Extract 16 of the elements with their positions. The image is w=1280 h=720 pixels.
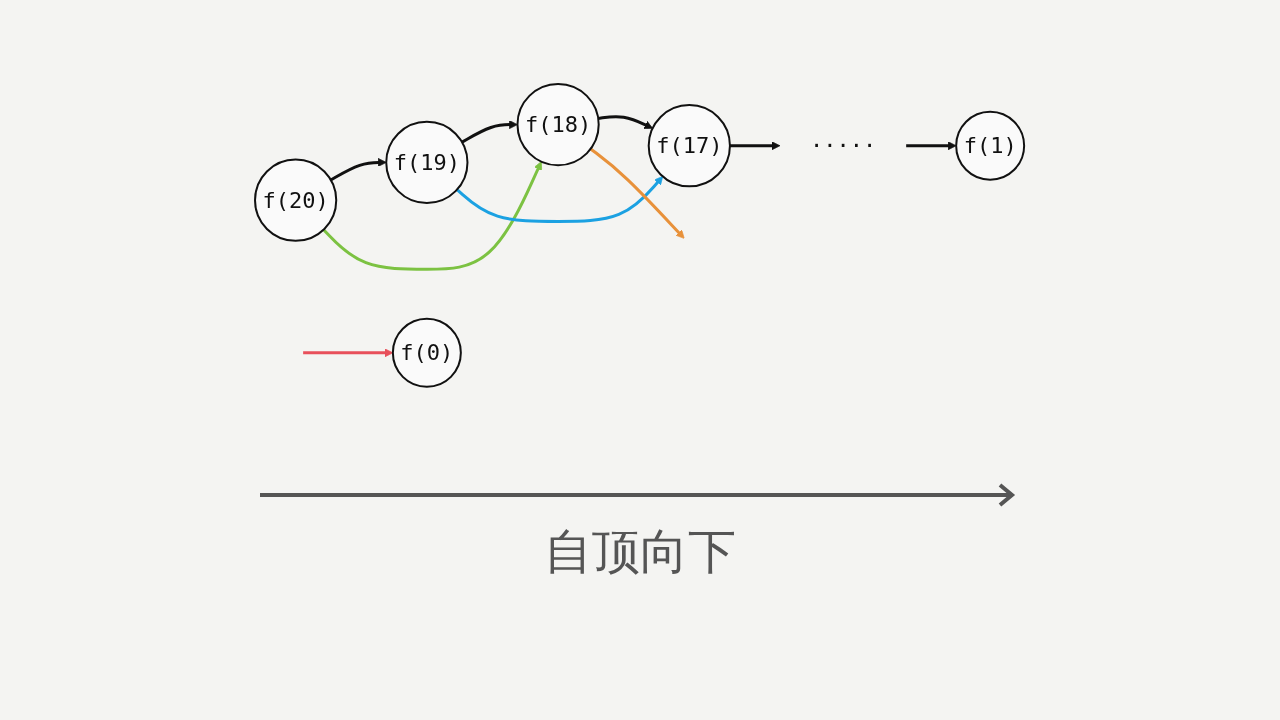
arrow	[322, 160, 543, 271]
node-circle: f(17)	[648, 103, 732, 187]
direction-label: 自顶向下	[544, 522, 736, 581]
node-circle: f(0)	[392, 317, 463, 388]
arrow	[461, 119, 519, 144]
node-text: ·····	[810, 132, 877, 158]
arrow	[730, 140, 781, 150]
node-circle: f(19)	[385, 120, 469, 204]
node-circle: f(1)	[955, 110, 1026, 181]
arrow	[598, 114, 654, 129]
arrow	[303, 348, 394, 357]
node-circle: f(18)	[516, 82, 601, 166]
node-circle: f(20)	[254, 158, 338, 242]
arrow	[456, 175, 664, 223]
arrow	[590, 147, 685, 239]
arrow	[906, 140, 957, 150]
